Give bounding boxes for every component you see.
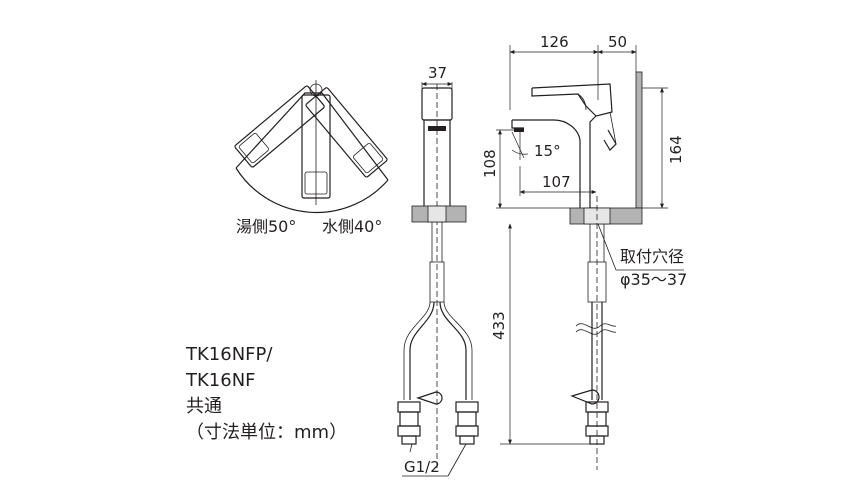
side-fitting: [585, 401, 609, 445]
spout-reach-dim: 107: [542, 173, 571, 191]
mount-hole-label: 取付穴径: [620, 247, 684, 266]
side-pop-up-lever: [603, 129, 617, 151]
side-spout: [512, 119, 581, 208]
side-shank: [587, 261, 607, 303]
common-label: 共通: [186, 396, 222, 417]
lever-cold: [305, 87, 388, 178]
lever-center-tip: [304, 171, 328, 195]
rotation-arc: [235, 167, 389, 214]
backset-dim: 50: [608, 33, 627, 51]
model-notes: TK16NFP/ TK16NF 共通 （寸法単位：mm）: [186, 342, 347, 446]
front-hose-left: [409, 301, 435, 400]
hot-side-label: 湯側50°: [236, 217, 296, 236]
reach-dim: 126: [540, 33, 569, 51]
break-mark-upper: [575, 323, 617, 329]
side-lever: [531, 88, 597, 117]
front-aerator: [428, 126, 446, 131]
total-height-dim: 164: [667, 135, 685, 164]
cold-side-label: 水側40°: [322, 217, 382, 236]
side-view: 126 50 164 15° 108 107: [481, 33, 687, 470]
side-wall: [635, 71, 643, 209]
front-shank: [429, 261, 445, 303]
front-fitting-right: [455, 401, 479, 445]
front-view: 37: [397, 64, 479, 477]
spout-width-dim: 37: [428, 64, 447, 82]
hose-length-dim: 433: [490, 311, 508, 340]
side-clamp: [570, 389, 600, 405]
spout-height-dim: 108: [481, 149, 499, 178]
unit-note: （寸法単位：mm）: [186, 422, 348, 443]
front-clamp: [416, 391, 443, 405]
front-hose-right: [439, 301, 467, 400]
top-view: 湯側50° 水側40°: [234, 80, 389, 236]
model-number-1: TK16NFP/: [186, 344, 273, 365]
thread-size-label: G1/2: [404, 458, 440, 476]
front-fitting-left: [397, 401, 421, 445]
mount-hole-size: φ35～37: [620, 270, 687, 289]
break-mark-lower: [575, 329, 617, 335]
lever-center: [301, 94, 331, 199]
angle-dim: 15°: [534, 142, 561, 160]
front-mount-hole: [427, 205, 447, 223]
model-number-2: TK16NF: [186, 370, 256, 391]
